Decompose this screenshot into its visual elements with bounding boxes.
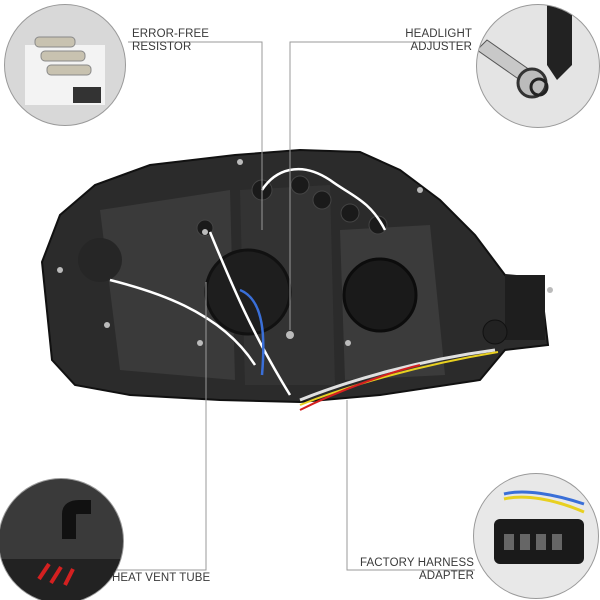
resistor-label-line2: RESISTOR — [132, 41, 192, 53]
resistor-icon — [25, 36, 105, 105]
heat-arrows-icon — [37, 562, 75, 586]
resistor-inset — [4, 4, 126, 126]
resistor-label: ERROR-FREE RESISTOR — [132, 28, 209, 54]
harness-adapter-icon — [494, 490, 585, 564]
adjuster-inset — [476, 4, 600, 128]
resistor-label-line1: ERROR-FREE — [132, 28, 210, 40]
harness-label: FACTORY HARNESS ADAPTER — [360, 557, 474, 583]
harness-label-line2: ADAPTER — [418, 570, 474, 582]
harness-label-line1: FACTORY HARNESS — [360, 557, 474, 569]
adjuster-wrench-icon — [477, 5, 572, 99]
harness-inset — [473, 473, 599, 599]
adjuster-label-line1: HEADLIGHT — [405, 28, 472, 40]
connector-block — [505, 275, 545, 340]
vent-tube-icon — [0, 500, 123, 600]
callout-lines — [110, 41, 475, 571]
adjuster-label-line2: ADJUSTER — [410, 41, 472, 53]
high-beam-cover — [342, 257, 418, 333]
vent-label-line1: HEAT VENT TUBE — [112, 572, 211, 584]
adjuster-label: HEADLIGHT ADJUSTER — [405, 28, 472, 54]
vent-inset — [0, 478, 124, 600]
vent-label: HEAT VENT TUBE — [112, 572, 210, 585]
